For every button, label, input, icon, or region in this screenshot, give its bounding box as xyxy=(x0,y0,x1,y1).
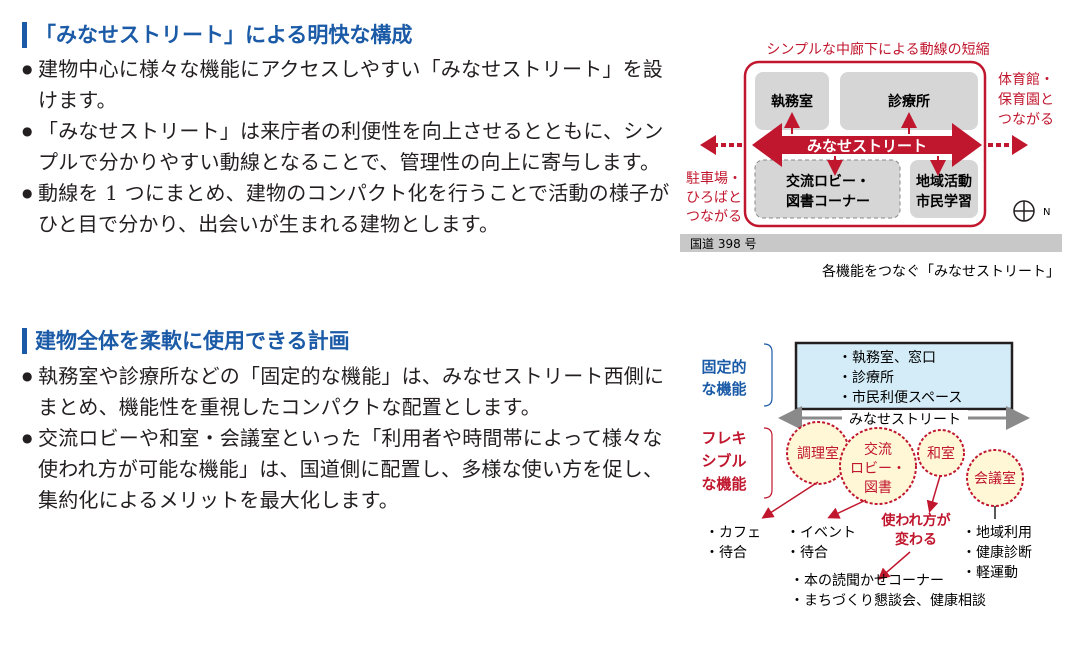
circle-lobby-label: 交流 xyxy=(864,441,892,458)
use-lobby: ・待合 xyxy=(786,545,828,561)
room-community xyxy=(910,160,978,218)
room-office xyxy=(755,72,829,130)
fixed-label: 固定的 xyxy=(701,358,746,376)
section1-bullet: 建物中心に様々な機能にアクセスしやすい「みなせストリート」を設けます。 xyxy=(22,54,672,116)
right-note: 保育園と xyxy=(998,92,1054,108)
use-lobby: ・イベント xyxy=(786,525,856,541)
room-lobby-label: 交流ロビー・ xyxy=(786,173,870,190)
street-arrow xyxy=(752,123,982,167)
road-label: 国道 398 号 xyxy=(690,237,757,251)
section2-bullet-list: 執務室や診療所などの「固定的な機能」は、みなせストリート西側にまとめ、機能性を重… xyxy=(22,361,672,516)
circulation-diagram: シンプルな中廊下による動線の短縮 執務室 診療所 交流ロビー・ 図書コーナー 地… xyxy=(680,41,1062,280)
room-community-label: 市民学習 xyxy=(916,193,972,210)
circle-lobby-label: 図書 xyxy=(864,480,892,496)
road-band xyxy=(680,234,1062,252)
circle-kitchen-label: 調理室 xyxy=(797,445,839,462)
circle-meeting-label: 会議室 xyxy=(974,470,1016,487)
use-change-item: ・まちづくり懇談会、健康相談 xyxy=(790,592,986,609)
right-note: 体育館・ xyxy=(998,71,1054,88)
left-arrow-head xyxy=(700,135,716,155)
arrow-change-use xyxy=(877,551,911,580)
right-arrow-head xyxy=(1012,135,1028,155)
flex-bracket xyxy=(763,427,773,499)
use-change: 使われ方が xyxy=(880,512,951,529)
top-note: シンプルな中廊下による動線の短縮 xyxy=(766,41,989,58)
section1-heading: 「みなせストリート」による明快な構成 xyxy=(22,22,412,48)
room-lobby-label: 図書コーナー xyxy=(786,193,870,210)
left-note: ひろばと xyxy=(686,190,742,206)
north-label: N xyxy=(1043,207,1050,218)
use-change: 変わる xyxy=(895,531,937,548)
room-clinic xyxy=(840,72,978,130)
circle-washitsu xyxy=(917,429,965,477)
street-label-2: みなせストリート xyxy=(849,412,961,428)
fixed-label: な機能 xyxy=(701,380,746,398)
fixed-item: ・市民利便スペース xyxy=(838,389,962,406)
arrow-washitsu-use xyxy=(926,475,941,513)
section1-bullet: 「みなせストリート」は来庁者の利便性を向上させるとともに、シンプルで分かりやすい… xyxy=(22,116,672,178)
use-meeting: ・健康診断 xyxy=(962,544,1032,561)
section2-bullet: 執務室や診療所などの「固定的な機能」は、みなせストリート西側にまとめ、機能性を重… xyxy=(22,361,672,423)
circle-lobby xyxy=(839,427,917,505)
section1-bullet: 動線を 1 つにまとめ、建物のコンパクト化を行うことで活動の様子がひと目で分かり… xyxy=(22,178,672,240)
left-note: つながる xyxy=(686,209,742,225)
use-meeting: ・軽運動 xyxy=(962,565,1018,581)
room-clinic-label: 診療所 xyxy=(888,93,930,110)
circle-meeting xyxy=(966,449,1024,507)
left-note: 駐車場・ xyxy=(686,170,742,187)
street-label: みなせストリート xyxy=(807,137,927,155)
flex-label: シブル xyxy=(701,452,746,470)
right-note: つながる xyxy=(998,112,1054,128)
section2-heading: 建物全体を柔軟に使用できる計画 xyxy=(22,328,350,354)
room-community-label: 地域活動 xyxy=(916,173,972,190)
use-kitchen: ・カフェ xyxy=(705,525,761,541)
circle-lobby-label: ロビー・ xyxy=(850,461,906,477)
fixed-bracket xyxy=(763,343,773,407)
fixed-item: ・診療所 xyxy=(838,369,894,386)
flex-label: フレキ xyxy=(701,429,746,447)
section1-bullet-list: 建物中心に様々な機能にアクセスしやすい「みなせストリート」を設けます。 「みなせ… xyxy=(22,54,672,240)
diagram1-caption: 各機能をつなぐ「みなせストリート」 xyxy=(822,264,1060,280)
room-office-label: 執務室 xyxy=(771,93,813,110)
function-diagram: 固定的 な機能 ・執務室、窓口 ・診療所 ・市民利便スペース みなせストリート … xyxy=(701,341,1032,609)
circle-washitsu-label: 和室 xyxy=(927,445,955,462)
fixed-functions-box xyxy=(794,341,1014,411)
flex-label: な機能 xyxy=(701,475,746,493)
use-meeting: ・地域利用 xyxy=(962,525,1032,541)
use-change-item: ・本の読聞かせコーナー xyxy=(790,572,944,589)
use-kitchen: ・待合 xyxy=(705,545,747,561)
arrow-kitchen-use xyxy=(761,481,819,519)
section2-bullet: 交流ロビーや和室・会議室といった「利用者や時間帯によって様々な使われ方が可能な機… xyxy=(22,423,672,516)
fixed-item: ・執務室、窓口 xyxy=(838,349,936,366)
arrow-lobby-use xyxy=(827,499,867,519)
